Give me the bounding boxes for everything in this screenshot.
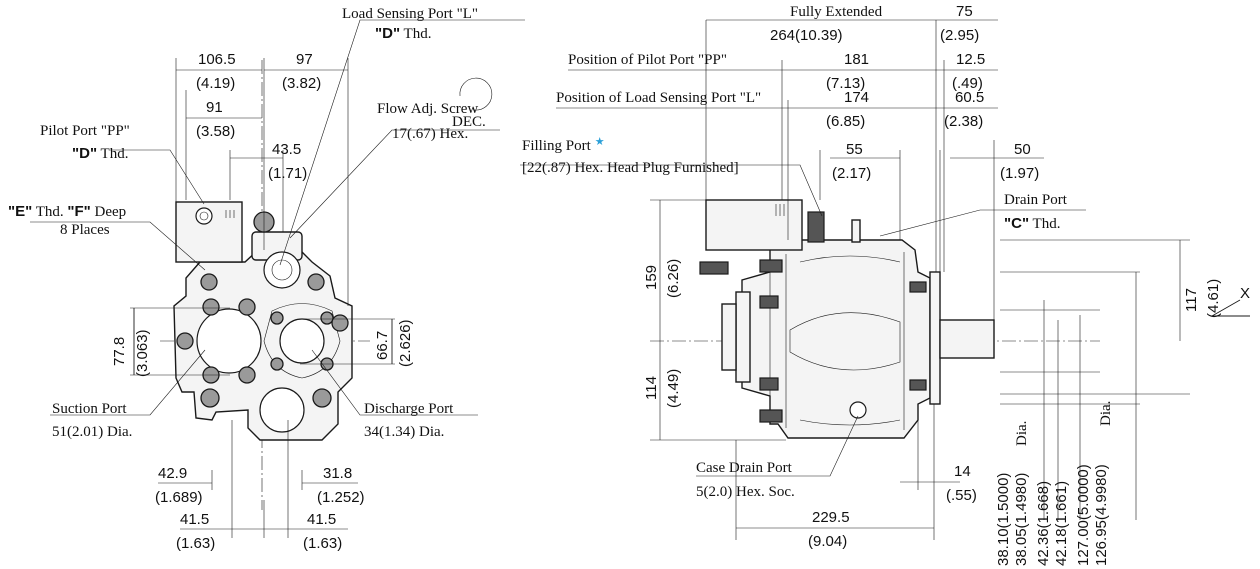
bolt-thread-code-e: "E"	[8, 203, 32, 220]
front-view-labels: Load Sensing Port "L" "D" Thd. DEC. Flow…	[8, 6, 486, 552]
dim-12-5-inch: (.49)	[952, 75, 983, 92]
rotation-label: DEC.	[452, 114, 486, 130]
suction-dia-label: 51(2.01) Dia.	[52, 424, 132, 440]
dim-264: 264(10.39)	[770, 27, 843, 44]
bolt-thread-code-f: "F"	[67, 203, 90, 220]
dia-shaft-max: 38.10(1.5000)	[995, 473, 1012, 566]
dim-181: 181	[844, 51, 869, 68]
load-sensing-port-label: Load Sensing Port "L"	[342, 6, 478, 22]
dim-75: 75	[956, 3, 973, 20]
dim-41-5-right-inch: (1.63)	[303, 535, 342, 552]
dim-14: 14	[954, 463, 971, 480]
dia-pilot-min: 126.95(4.9980)	[1093, 464, 1110, 566]
dim-60-5-inch: (2.38)	[944, 113, 983, 130]
dim-31-8-inch: (1.252)	[317, 489, 365, 506]
svg-text:Filling Port★: Filling Port★	[522, 136, 605, 154]
dim-97-inch: (3.82)	[282, 75, 321, 92]
dim-60-5: 60.5	[955, 89, 984, 106]
front-housing	[173, 249, 353, 441]
dim-key-min: 42.18(1.661)	[1053, 481, 1070, 566]
dim-106-5-inch: (4.19)	[196, 75, 235, 92]
dim-55-inch: (2.17)	[832, 165, 871, 182]
dim-50: 50	[1014, 141, 1031, 158]
dim-41-5-right: 41.5	[307, 511, 336, 528]
svg-text:"D" Thd.: "D" Thd.	[375, 25, 431, 42]
pilot-thread-suffix: Thd.	[97, 146, 128, 162]
dim-75-inch: (2.95)	[940, 27, 979, 44]
discharge-dia-label: 34(1.34) Dia.	[364, 424, 444, 440]
view-arrow-label: X	[1240, 285, 1250, 302]
side-compensator	[705, 199, 803, 251]
mounting-flange	[929, 271, 941, 405]
dim-174: 174	[844, 89, 869, 106]
dia-pilot-suffix: Dia.	[1098, 401, 1114, 426]
dim-42-9-inch: (1.689)	[155, 489, 203, 506]
svg-text:"D" Thd.: "D" Thd.	[72, 145, 128, 162]
pilot-position-label: Position of Pilot Port "PP"	[568, 52, 727, 68]
svg-text:"E" Thd. "F" Deep: "E" Thd. "F" Deep	[8, 203, 126, 220]
dim-91: 91	[206, 99, 223, 116]
drain-thread-suffix: Thd.	[1029, 216, 1060, 232]
case-drain-port-label: Case Drain Port	[696, 460, 793, 476]
dim-50-inch: (1.97)	[1000, 165, 1039, 182]
dim-43-5: 43.5	[272, 141, 301, 158]
dim-97: 97	[296, 51, 313, 68]
dim-159-inch: (6.26)	[665, 259, 682, 298]
dim-31-8: 31.8	[323, 465, 352, 482]
fully-extended-label: Fully Extended	[790, 4, 883, 20]
dia-shaft-min: 38.05(1.4980)	[1013, 473, 1030, 566]
discharge-port-bore	[279, 318, 325, 364]
svg-text:"C" Thd.: "C" Thd.	[1004, 215, 1060, 232]
front-view	[30, 19, 525, 538]
dim-41-5-left-inch: (1.63)	[176, 535, 215, 552]
dim-66-7: 66.7	[374, 331, 391, 360]
dim-106-5: 106.5	[198, 51, 236, 68]
dim-174-inch: (6.85)	[826, 113, 865, 130]
flow-adj-screw-label: Flow Adj. Screw	[377, 101, 478, 117]
suction-port-bore	[196, 308, 262, 374]
drain-port-label: Drain Port	[1004, 192, 1068, 208]
dim-41-5-left: 41.5	[180, 511, 209, 528]
dim-66-7-inch: (2.626)	[397, 319, 414, 367]
bolt-places-label: 8 Places	[60, 222, 110, 238]
pilot-port-label: Pilot Port "PP"	[40, 123, 130, 139]
dim-229-5-inch: (9.04)	[808, 533, 847, 550]
case-drain-hex-label: 5(2.0) Hex. Soc.	[696, 484, 795, 500]
drain-thread-code: "C"	[1004, 215, 1029, 232]
dim-181-inch: (7.13)	[826, 75, 865, 92]
dim-229-5: 229.5	[812, 509, 850, 526]
dia-shaft-suffix: Dia.	[1014, 421, 1030, 446]
pilot-thread-code: "D"	[72, 145, 97, 162]
flow-adj-hex-label: 17(.67) Hex.	[392, 126, 468, 142]
hex-plug-label: [22(.87) Hex. Head Plug Furnished]	[522, 160, 739, 176]
suction-port-label: Suction Port	[52, 401, 127, 417]
dim-159: 159	[643, 265, 660, 290]
side-view-labels: Fully Extended 264(10.39) 75 (2.95) Posi…	[522, 3, 1250, 566]
dia-pilot-max: 127.00(5.0000)	[1075, 464, 1092, 566]
bolt-thread-mid: Thd.	[32, 204, 67, 220]
dim-114: 114	[643, 376, 660, 400]
dim-117: 117	[1183, 288, 1200, 312]
filling-port-star: ★	[595, 136, 605, 148]
dim-12-5: 12.5	[956, 51, 985, 68]
load-sensing-thread-suffix: Thd.	[400, 26, 431, 42]
dim-117-inch: (4.61)	[1205, 279, 1222, 318]
discharge-port-label: Discharge Port	[364, 401, 454, 417]
bolt-thread-suffix: Deep	[91, 204, 126, 220]
dim-14-inch: (.55)	[946, 487, 977, 504]
dim-77-8-inch: (3.063)	[134, 329, 151, 377]
side-view	[520, 19, 1250, 540]
drive-shaft	[939, 319, 995, 359]
dim-43-5-inch: (1.71)	[268, 165, 307, 182]
dim-77-8: 77.8	[111, 337, 128, 366]
dim-55: 55	[846, 141, 863, 158]
filling-port-label: Filling Port	[522, 138, 592, 154]
dim-key-max: 42.36(1.668)	[1035, 481, 1052, 566]
ls-position-label: Position of Load Sensing Port "L"	[556, 90, 761, 106]
dim-42-9: 42.9	[158, 465, 187, 482]
load-sensing-thread-code: "D"	[375, 25, 400, 42]
dim-114-inch: (4.49)	[665, 369, 682, 408]
dim-91-inch: (3.58)	[196, 123, 235, 140]
